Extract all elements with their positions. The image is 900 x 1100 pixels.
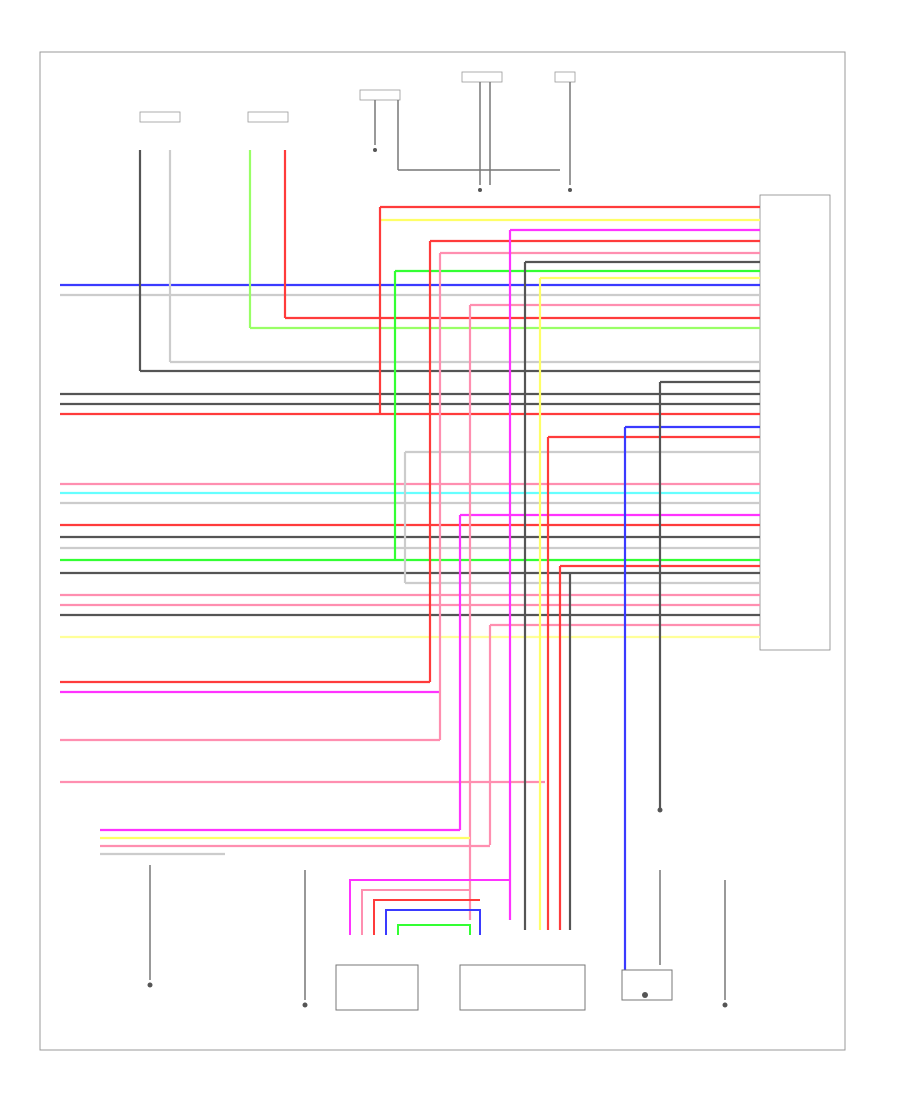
wire-bundle-left-lower bbox=[60, 680, 545, 784]
bottom-left-wires bbox=[100, 828, 490, 856]
ground-symbols bbox=[147, 148, 728, 1008]
wire-bundle-vertical bbox=[138, 150, 662, 970]
bottom-connectors bbox=[335, 964, 673, 1011]
main-control-module bbox=[759, 194, 831, 651]
ground-leads bbox=[149, 82, 726, 1000]
top-connectors bbox=[139, 71, 576, 123]
bottom-connector-wires bbox=[349, 879, 510, 935]
wire-bundle-horizontal bbox=[60, 205, 760, 639]
diagram-frame bbox=[39, 51, 846, 1051]
